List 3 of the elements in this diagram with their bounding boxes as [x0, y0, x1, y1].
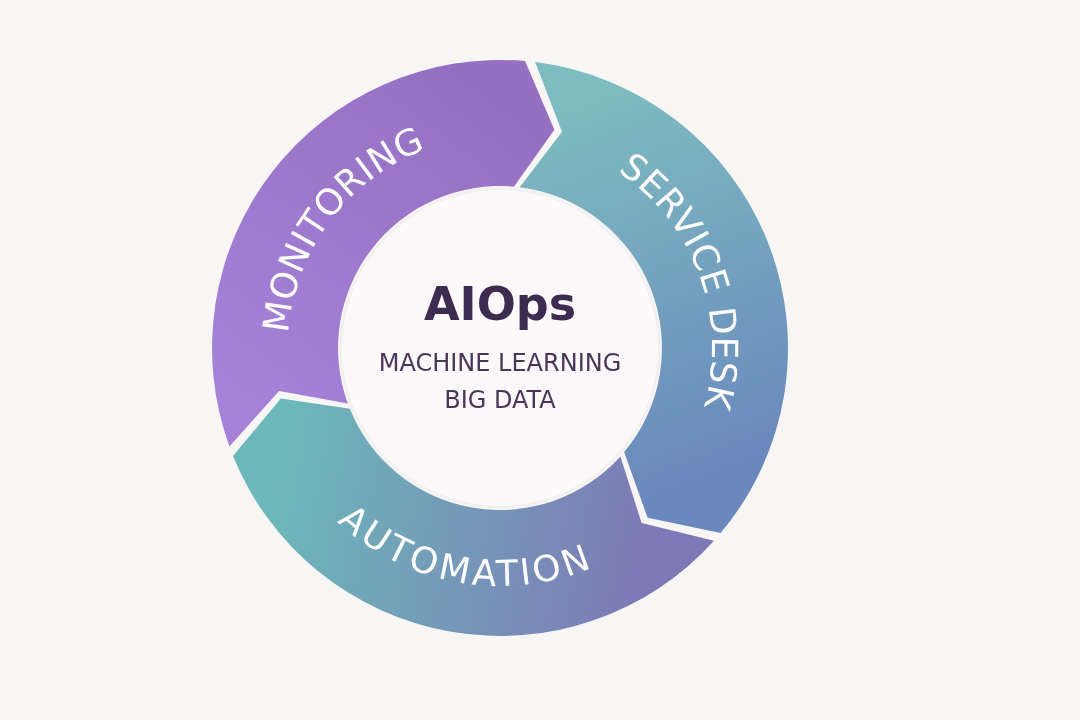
center-title: AIOps [423, 276, 577, 331]
center-subtitle: MACHINE LEARNING [378, 347, 622, 379]
center-subtitle: BIG DATA [444, 385, 556, 416]
